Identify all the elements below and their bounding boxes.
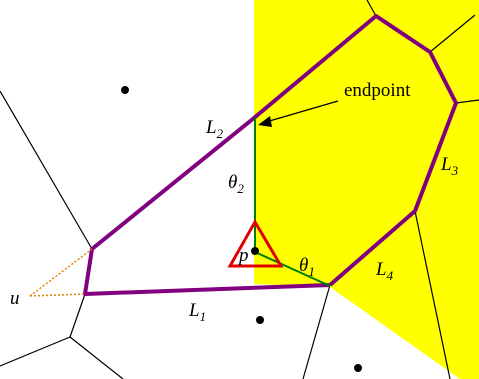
label-L4: L4 — [375, 259, 394, 283]
site-point — [256, 316, 264, 324]
dotted-lines — [29, 248, 93, 297]
label-L3: L3 — [440, 154, 459, 178]
voronoi-edge — [69, 336, 124, 379]
endpoint-arrow — [258, 100, 339, 127]
label-L2: L2 — [205, 117, 224, 141]
yellow-region — [254, 0, 479, 379]
site-points — [121, 86, 362, 372]
voronoi-edge — [0, 90, 93, 250]
diagonal-green-line — [254, 251, 331, 287]
label-p: p — [237, 245, 249, 266]
dotted-line-upper — [29, 248, 93, 297]
voronoi-edge — [69, 293, 86, 338]
voronoi-edge — [302, 284, 331, 379]
label-theta1: θ1 — [299, 255, 315, 279]
label-L1: L1 — [188, 300, 206, 324]
site-point-p — [251, 247, 259, 255]
site-point — [354, 364, 362, 372]
voronoi-edge — [429, 14, 476, 53]
red-triangle — [227, 219, 284, 268]
voronoi-edge — [366, 0, 377, 17]
purple-path — [83, 14, 458, 296]
dotted-line-lower — [29, 293, 86, 297]
label-u: u — [10, 288, 20, 309]
voronoi-edge — [455, 99, 479, 104]
voronoi-edge — [0, 336, 71, 367]
angle-lines — [254, 118, 331, 287]
voronoi-edge — [414, 210, 451, 379]
site-point — [121, 86, 129, 94]
label-theta2: θ2 — [228, 172, 244, 196]
endpoint-label: endpoint — [344, 80, 411, 101]
